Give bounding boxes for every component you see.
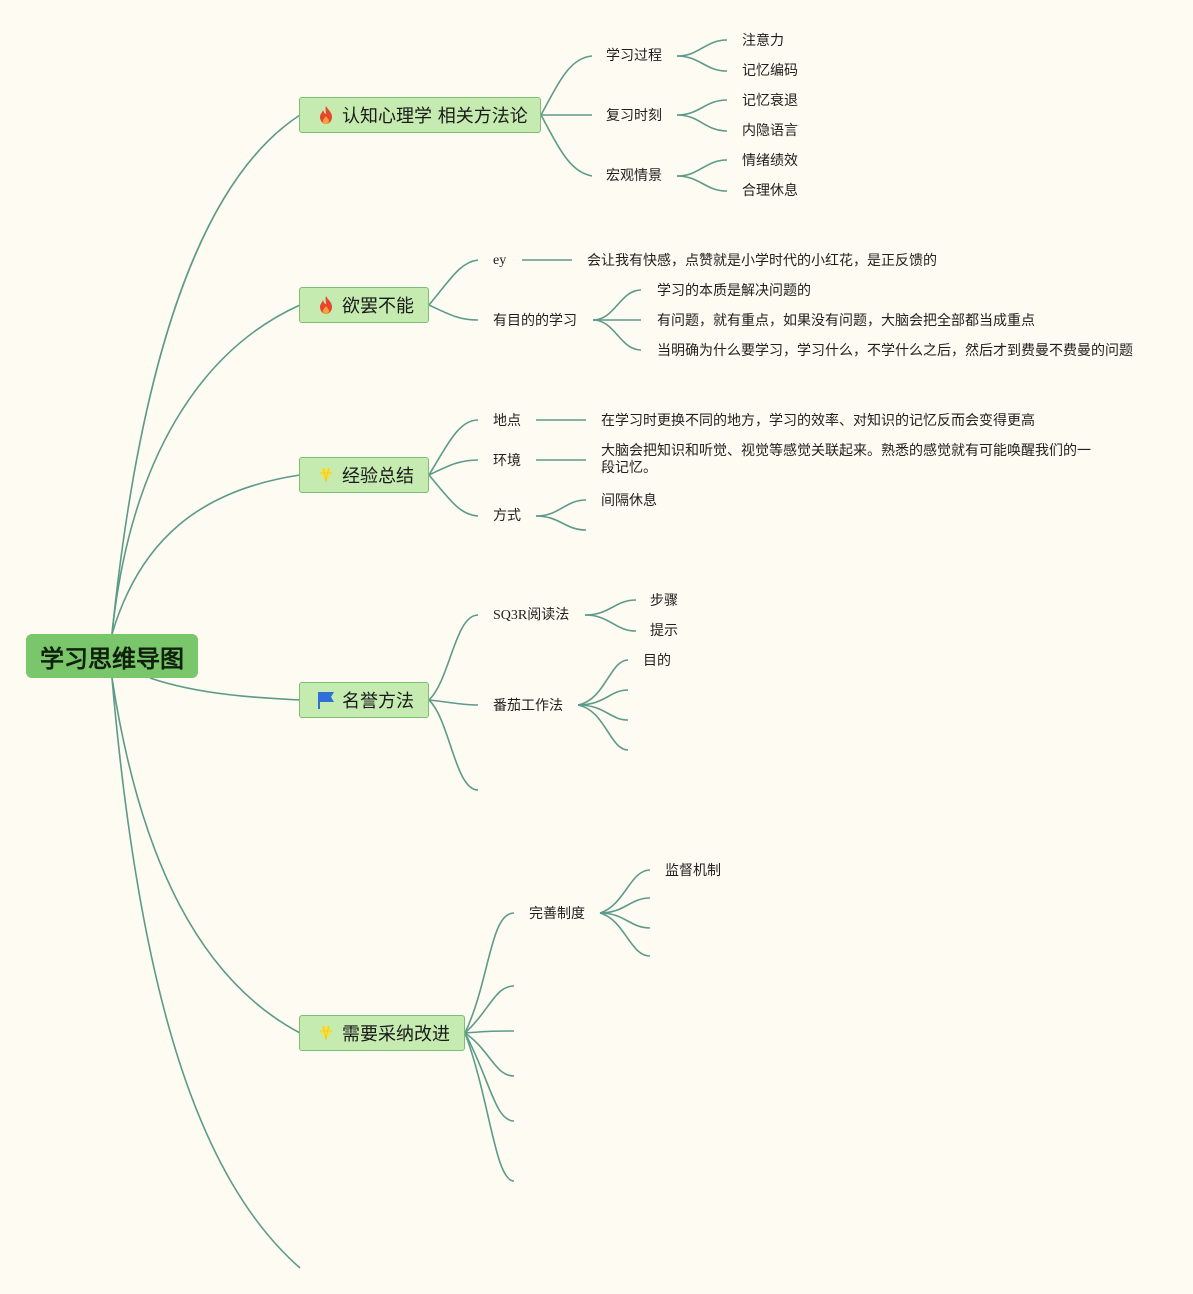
branch-experience-summary[interactable]: 经验总结 [299,457,429,493]
node-purposeful-learning[interactable]: 有目的的学习 [493,313,577,329]
leaf-change-places[interactable]: 在学习时更换不同的地方，学习的效率、对知识的记忆反而会变得更高 [601,413,1035,429]
fire-icon [316,105,336,125]
leaf-positive-feedback[interactable]: 会让我有快感，点赞就是小学时代的小红花，是正反馈的 [587,253,937,269]
node-learning-process[interactable]: 学习过程 [606,48,662,64]
branch-cognitive-psychology[interactable]: 认知心理学 相关方法论 [299,97,541,133]
leaf-steps[interactable]: 步骤 [650,593,678,609]
node-sq3r[interactable]: SQ3R阅读法 [493,608,570,623]
branch-irresistible[interactable]: 欲罢不能 [299,287,429,323]
node-location[interactable]: 地点 [493,413,521,429]
branch-label: 欲罢不能 [342,296,414,317]
leaf-focus-on-problems[interactable]: 有问题，就有重点，如果没有问题，大脑会把全部都当成重点 [657,313,1035,329]
leaf-learning-essence[interactable]: 学习的本质是解决问题的 [657,283,811,299]
leaf-supervision[interactable]: 监督机制 [665,863,721,879]
branch-label: 经验总结 [342,466,414,487]
leaf-attention[interactable]: 注意力 [742,33,784,49]
lightbulb-icon [316,1023,336,1043]
node-macro-context[interactable]: 宏观情景 [606,168,662,184]
leaf-purpose[interactable]: 目的 [643,653,671,669]
leaf-memory-encoding[interactable]: 记忆编码 [742,63,798,79]
branch-reputation-methods[interactable]: 名誉方法 [299,682,429,718]
node-pomodoro[interactable]: 番茄工作法 [493,698,563,714]
root-label: 学习思维导图 [40,644,184,673]
lightbulb-icon [316,465,336,485]
node-ey[interactable]: ey [493,253,507,268]
leaf-memory-decline[interactable]: 记忆衰退 [742,93,798,109]
leaf-emotion-performance[interactable]: 情绪绩效 [742,153,798,169]
root-node[interactable]: 学习思维导图 [26,634,198,678]
branch-label: 需要采纳改进 [342,1024,450,1045]
leaf-sensory-association[interactable]: 大脑会把知识和听觉、视觉等感觉关联起来。熟悉的感觉就有可能唤醒我们的一段记忆。 [601,443,1091,476]
node-improve-system[interactable]: 完善制度 [529,906,585,922]
node-method[interactable]: 方式 [493,508,521,524]
branch-label: 认知心理学 相关方法论 [342,106,528,127]
node-environment[interactable]: 环境 [493,453,521,469]
fire-icon [316,295,336,315]
leaf-interval-rest[interactable]: 间隔休息 [601,493,657,509]
leaf-hints[interactable]: 提示 [650,623,678,639]
branch-needs-improvement[interactable]: 需要采纳改进 [299,1015,465,1051]
node-review-moment[interactable]: 复习时刻 [606,108,662,124]
flag-icon [316,690,336,710]
branch-label: 名誉方法 [342,691,414,712]
leaf-proper-rest[interactable]: 合理休息 [742,183,798,199]
leaf-clarify-goals[interactable]: 当明确为什么要学习，学习什么，不学什么之后，然后才到费曼不费曼的问题 [657,343,1133,359]
leaf-implicit-language[interactable]: 内隐语言 [742,123,798,139]
